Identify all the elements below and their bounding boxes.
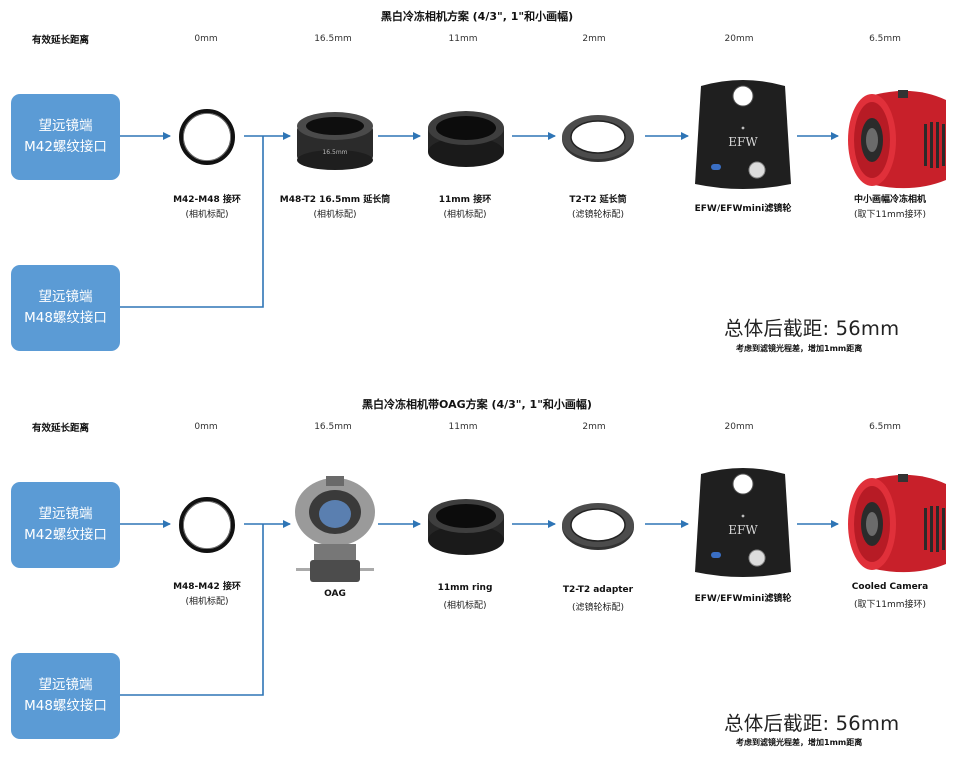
distance-label: 16.5mm — [314, 34, 352, 44]
distance-label: 20mm — [724, 34, 754, 44]
telescope-m48-box: 望远镜端 M48螺纹接口 — [11, 265, 120, 351]
diagram-section-2: 黑白冷冻相机带OAG方案 (4/3", 1"和小画幅) 有效延长距离 0mm 1… — [0, 388, 954, 764]
distance-header: 有效延长距离 — [32, 423, 90, 434]
efw-engraving: EFW — [728, 523, 758, 537]
component-name: OAG — [324, 589, 346, 599]
box-line: 望远镜端 — [38, 506, 93, 522]
component-name: Cooled Camera — [851, 582, 929, 592]
cooled-camera-icon — [848, 90, 946, 189]
diagram-section-1: 黑白冷冻相机方案 (4/3", 1"和小画幅) 有效延长距离 0mm 16.5m… — [0, 0, 954, 376]
component-note: (取下11mm接环) — [853, 600, 926, 610]
thin-adapter-icon — [562, 503, 634, 550]
total-back-focus: 总体后截距: 56mm — [724, 712, 900, 735]
distance-header: 有效延长距离 — [32, 35, 90, 46]
distance-label: 16.5mm — [314, 422, 352, 432]
component-note: (相机标配) — [443, 601, 487, 611]
distance-label: 11mm — [448, 34, 478, 44]
distance-label: 11mm — [448, 422, 478, 432]
distance-label: 2mm — [582, 422, 606, 432]
box-line: 望远镜端 — [38, 118, 93, 134]
component-note: (滤镜轮标配) — [571, 210, 625, 220]
telescope-m42-box: 望远镜端 M42螺纹接口 — [11, 482, 120, 568]
connection-arrows — [120, 132, 839, 308]
box-line: M42螺纹接口 — [24, 527, 107, 543]
spacer-ring-icon — [428, 499, 504, 555]
component-name: EFW/EFWmini滤镜轮 — [694, 204, 792, 214]
component-name: M42-M48 接环 — [173, 195, 241, 205]
ring-adapter-icon — [179, 497, 235, 553]
component-name: M48-T2 16.5mm 延长筒 — [279, 195, 391, 205]
distance-label: 20mm — [724, 422, 754, 432]
component-name: EFW/EFWmini滤镜轮 — [694, 594, 792, 604]
spacer-ring-icon — [428, 111, 504, 167]
extension-tube-icon: 16.5mm — [297, 112, 373, 170]
box-line: M48螺纹接口 — [24, 698, 107, 714]
distance-label: 2mm — [582, 34, 606, 44]
efw-engraving: EFW — [728, 135, 758, 149]
total-note: 考虑到滤镜光程差，增加1mm距离 — [736, 344, 863, 353]
telescope-m42-box: 望远镜端 M42螺纹接口 — [11, 94, 120, 180]
component-note: (相机标配) — [185, 210, 229, 220]
cooled-camera-icon — [848, 474, 946, 573]
component-note: (滤镜轮标配) — [571, 603, 625, 613]
connection-arrows — [120, 520, 839, 696]
filter-wheel-icon: EFW — [695, 468, 791, 577]
tube-engraving: 16.5mm — [322, 149, 347, 156]
distance-label: 6.5mm — [869, 422, 901, 432]
component-name: 11mm 接环 — [438, 195, 492, 205]
distance-label: 0mm — [194, 34, 218, 44]
distance-label: 6.5mm — [869, 34, 901, 44]
telescope-m48-box: 望远镜端 M48螺纹接口 — [11, 653, 120, 739]
component-name: T2-T2 adapter — [562, 585, 634, 595]
component-name: 中小画幅冷冻相机 — [853, 195, 926, 205]
ring-adapter-icon — [179, 109, 235, 165]
connector-line — [120, 524, 264, 696]
distance-label: 0mm — [194, 422, 218, 432]
component-name: 11mm ring — [437, 583, 493, 593]
filter-wheel-icon: EFW — [695, 80, 791, 189]
connector-line — [120, 136, 264, 308]
component-note: (取下11mm接环) — [853, 210, 926, 220]
section-title: 黑白冷冻相机带OAG方案 (4/3", 1"和小画幅) — [362, 398, 592, 411]
thin-adapter-icon — [562, 115, 634, 162]
total-note: 考虑到滤镜光程差，增加1mm距离 — [736, 738, 863, 747]
off-axis-guider-icon — [295, 476, 375, 582]
box-line: 望远镜端 — [38, 289, 93, 305]
component-note: (相机标配) — [313, 210, 357, 220]
component-name: M48-M42 接环 — [173, 582, 241, 592]
component-note: (相机标配) — [443, 210, 487, 220]
section-title: 黑白冷冻相机方案 (4/3", 1"和小画幅) — [380, 10, 574, 23]
box-line: M48螺纹接口 — [24, 310, 107, 326]
box-line: M42螺纹接口 — [24, 139, 107, 155]
box-line: 望远镜端 — [38, 677, 93, 693]
component-note: (相机标配) — [185, 597, 229, 607]
component-name: T2-T2 延长筒 — [569, 195, 627, 205]
total-back-focus: 总体后截距: 56mm — [724, 317, 900, 340]
